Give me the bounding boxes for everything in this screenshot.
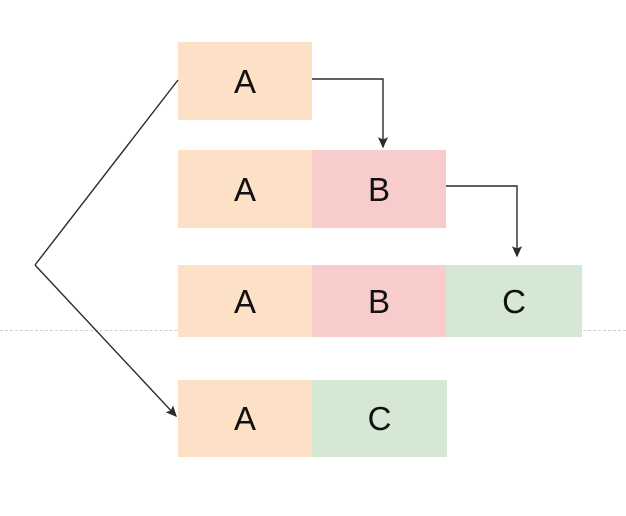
- sequence-token-b: B: [312, 265, 446, 337]
- sequence-token-b: B: [312, 150, 446, 228]
- sequence-token-a: A: [178, 150, 312, 228]
- connector-1-elbow-arrow: [312, 78, 389, 149]
- sequence-token-a: A: [178, 42, 312, 120]
- sequence-row: A: [178, 42, 312, 120]
- branch-upper-line: [34, 79, 179, 266]
- sequence-token-c: C: [312, 380, 447, 457]
- sequence-token-a: A: [178, 380, 312, 457]
- branch-lower-arrow: [34, 264, 177, 418]
- connector-2-elbow-arrow: [446, 185, 523, 258]
- sequence-token-c: C: [446, 265, 582, 337]
- sequence-token-a: A: [178, 265, 312, 337]
